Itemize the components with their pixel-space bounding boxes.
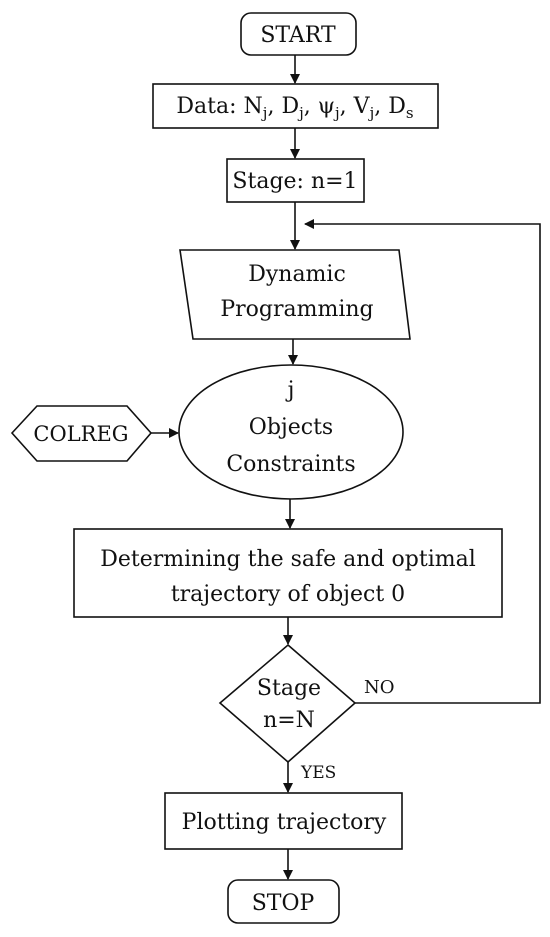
label-no: NO <box>364 677 395 698</box>
data-item-base: V <box>353 94 371 119</box>
ellipse-line2: Objects <box>249 415 333 440</box>
data-label: Data: Nj, Dj, ψj, Vj, Ds <box>176 94 413 122</box>
data-item-base: D <box>388 94 406 119</box>
stage-init-label: Stage: n=1 <box>232 169 357 194</box>
plotting-label: Plotting trajectory <box>182 810 387 835</box>
data-item-subscript: j <box>333 104 340 122</box>
data-item-separator: , <box>340 94 354 119</box>
label-yes: YES <box>300 763 336 783</box>
colreg-node: COLREG <box>10 405 153 462</box>
ellipse-line3: Constraints <box>226 452 355 477</box>
data-item-base: ψ <box>318 94 335 119</box>
determine-trajectory-node: Determining the safe and optimal traject… <box>73 528 503 618</box>
stage-init-node: Stage: n=1 <box>226 158 365 203</box>
start-label: START <box>260 23 336 48</box>
data-node: Data: Nj, Dj, ψj, Vj, Ds <box>152 83 439 129</box>
data-item-base: D <box>281 94 299 119</box>
decision-line1: Stage <box>257 676 321 701</box>
decision-node: Stage n=N <box>218 643 357 764</box>
stop-node: STOP <box>227 879 340 924</box>
data-item-separator: , <box>267 94 281 119</box>
data-item-subscript: s <box>406 104 414 122</box>
arrow-no-loop <box>304 219 541 704</box>
dynamic-programming-node: Dynamic Programming <box>179 249 411 340</box>
data-item-base: N <box>244 94 263 119</box>
determine-line2: trajectory of object 0 <box>171 582 405 607</box>
objects-constraints-node: j Objects Constraints <box>178 364 404 500</box>
dp-line1: Dynamic <box>248 262 346 287</box>
decision-line2: n=N <box>263 708 315 733</box>
data-prefix: Data: <box>176 94 243 119</box>
data-item-separator: , <box>374 94 388 119</box>
dp-line2: Programming <box>220 297 373 322</box>
colreg-label: COLREG <box>33 422 128 446</box>
data-item-subscript: j <box>297 104 304 122</box>
determine-line1: Determining the safe and optimal <box>100 547 476 572</box>
stop-label: STOP <box>252 891 315 916</box>
data-item-separator: , <box>304 94 318 119</box>
plotting-node: Plotting trajectory <box>164 792 403 850</box>
data-item-subscript: j <box>368 104 375 122</box>
data-item-subscript: j <box>261 104 268 122</box>
start-node: START <box>240 12 357 56</box>
ellipse-line1: j <box>285 378 295 403</box>
